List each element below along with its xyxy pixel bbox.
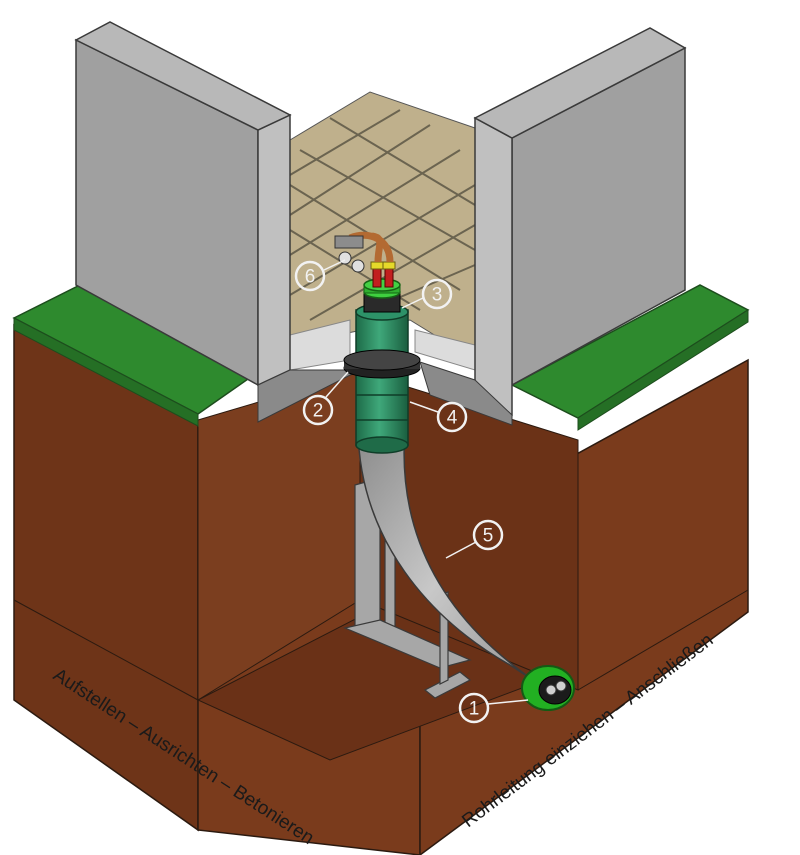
callout-5: 5 bbox=[445, 519, 504, 559]
callout-3-label: 3 bbox=[432, 285, 443, 306]
soil-right-face-2 bbox=[419, 358, 749, 855]
wall-right-side bbox=[474, 116, 513, 417]
wall-left-side bbox=[257, 113, 291, 387]
callout-6-label: 6 bbox=[305, 267, 316, 288]
support-stand bbox=[343, 477, 472, 699]
pipe-end-cap bbox=[521, 665, 575, 711]
callout-2-label: 2 bbox=[313, 401, 324, 422]
callout-5-label: 5 bbox=[483, 526, 494, 547]
callout-6: 6 bbox=[294, 259, 346, 292]
callout-2: 2 bbox=[302, 371, 349, 426]
flange-ring bbox=[343, 349, 421, 379]
top-seal bbox=[363, 278, 401, 313]
callout-1-label: 1 bbox=[469, 699, 480, 720]
callout-4-label: 4 bbox=[447, 408, 458, 429]
callout-4: 4 bbox=[409, 401, 468, 433]
callout-3: 3 bbox=[401, 278, 453, 310]
callout-1: 1 bbox=[458, 692, 529, 724]
